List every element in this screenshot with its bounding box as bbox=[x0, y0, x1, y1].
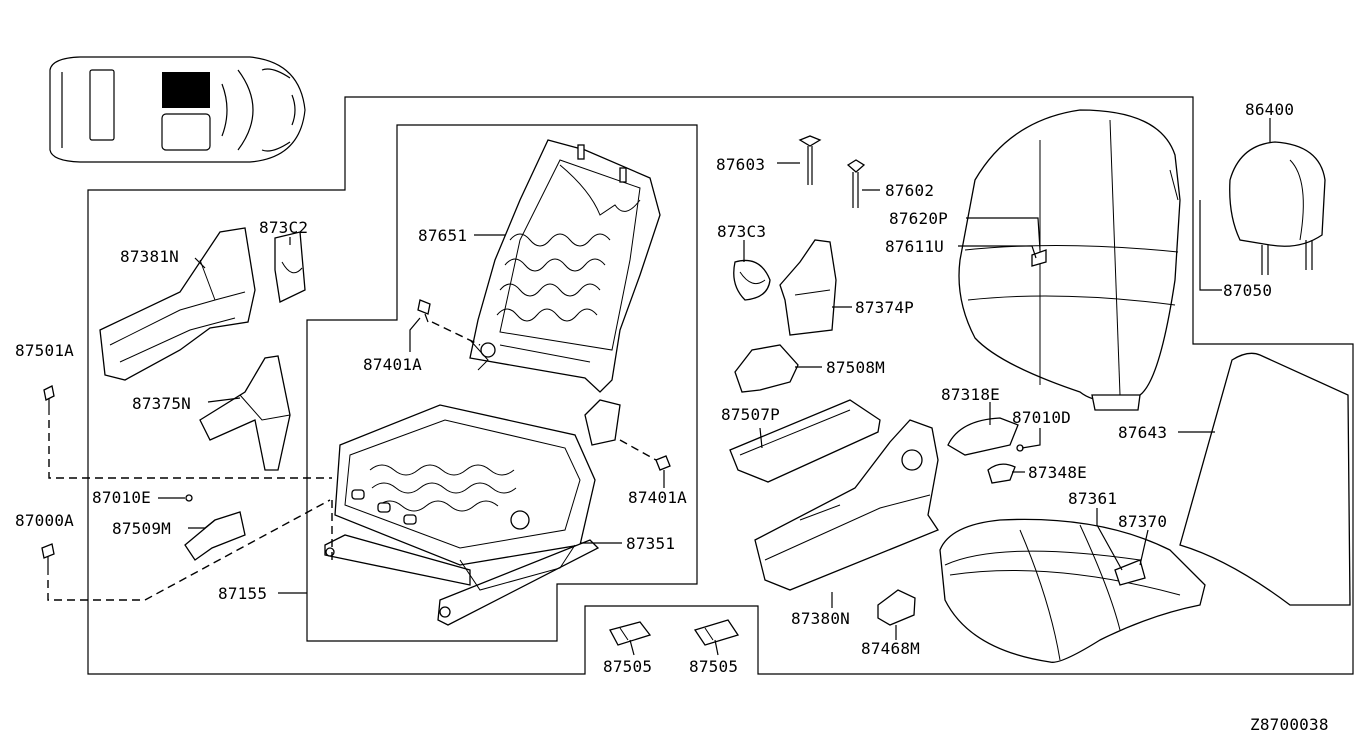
part-87348e bbox=[987, 463, 1016, 484]
label-87155: 87155 bbox=[218, 584, 267, 603]
label-87505-b: 87505 bbox=[689, 657, 738, 676]
label-87507p: 87507P bbox=[721, 405, 780, 424]
part-87505-a bbox=[609, 621, 652, 646]
part-87509m bbox=[184, 511, 246, 561]
label-87000a: 87000A bbox=[15, 511, 74, 530]
screw-87010e bbox=[185, 494, 193, 502]
seat-back-pad bbox=[958, 109, 1181, 411]
label-87374p: 87374P bbox=[855, 298, 914, 317]
label-87401a-top: 87401A bbox=[363, 355, 422, 374]
dash-87000a bbox=[47, 499, 331, 601]
label-87010d: 87010D bbox=[1012, 408, 1071, 427]
outer-boundary bbox=[87, 96, 1354, 675]
label-87351: 87351 bbox=[626, 534, 675, 553]
label-87401a-bottom: 87401A bbox=[628, 488, 687, 507]
seat-cushion-pad bbox=[939, 518, 1206, 663]
label-87620p: 87620P bbox=[889, 209, 948, 228]
part-87375n bbox=[199, 355, 291, 471]
leader-lines bbox=[158, 118, 1271, 656]
label-87505-a: 87505 bbox=[603, 657, 652, 676]
bolt-87501a bbox=[43, 385, 55, 415]
label-87380n: 87380N bbox=[791, 609, 850, 628]
diagram-code: Z8700038 bbox=[1250, 715, 1329, 734]
dash-87501a bbox=[48, 420, 332, 479]
back-board bbox=[1179, 352, 1351, 606]
part-87318e bbox=[947, 417, 1024, 456]
label-87508m: 87508M bbox=[826, 358, 885, 377]
seat-back-frame bbox=[469, 139, 661, 446]
part-87505-b bbox=[693, 619, 740, 646]
selected-seat-marker bbox=[162, 72, 210, 108]
label-87603: 87603 bbox=[716, 155, 765, 174]
label-87010e: 87010E bbox=[92, 488, 151, 507]
label-87348e: 87348E bbox=[1028, 463, 1087, 482]
part-873c3 bbox=[733, 259, 771, 301]
part-87602 bbox=[846, 159, 866, 208]
label-87050: 87050 bbox=[1223, 281, 1272, 300]
label-87611u: 87611U bbox=[885, 237, 944, 256]
part-87374p bbox=[779, 239, 837, 336]
label-87468m: 87468M bbox=[861, 639, 920, 658]
bolt-87401a-top bbox=[417, 299, 481, 346]
part-87468m bbox=[877, 589, 916, 626]
seat-cushion-frame bbox=[324, 404, 600, 626]
label-87318e: 87318E bbox=[941, 385, 1000, 404]
label-87361: 87361 bbox=[1068, 489, 1117, 508]
label-87509m: 87509M bbox=[112, 519, 171, 538]
headrest bbox=[1229, 141, 1326, 275]
bolt-87401a-bottom bbox=[619, 439, 671, 471]
label-87381n: 87381N bbox=[120, 247, 179, 266]
frame-subassembly-box bbox=[306, 124, 698, 642]
label-87602: 87602 bbox=[885, 181, 934, 200]
bolt-87000a bbox=[41, 543, 55, 575]
label-873c3: 873C3 bbox=[717, 222, 766, 241]
car-locator-icon bbox=[49, 56, 306, 163]
part-87508m bbox=[734, 344, 799, 393]
part-873c2 bbox=[274, 231, 306, 303]
label-86400: 86400 bbox=[1245, 100, 1294, 119]
label-87643: 87643 bbox=[1118, 423, 1167, 442]
part-87381n bbox=[99, 227, 256, 381]
label-87501a: 87501A bbox=[15, 341, 74, 360]
label-87651: 87651 bbox=[418, 226, 467, 245]
part-87603 bbox=[798, 135, 822, 185]
label-87370: 87370 bbox=[1118, 512, 1167, 531]
part-87507p bbox=[729, 399, 881, 483]
label-87375n: 87375N bbox=[132, 394, 191, 413]
part-87380n bbox=[754, 419, 939, 591]
label-873c2: 873C2 bbox=[259, 218, 308, 237]
